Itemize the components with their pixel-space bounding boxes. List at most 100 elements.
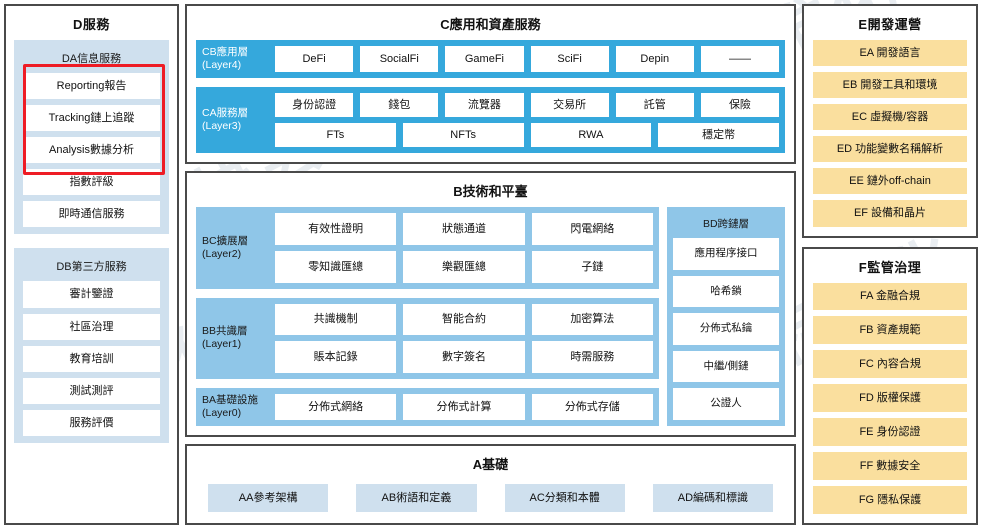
cell-zk-rollup[interactable]: 零知識匯總: [275, 251, 397, 283]
cell-digital-signature[interactable]: 數字簽名: [403, 341, 525, 373]
group-db-third-party-services: DB第三方服務 審計鑒證 社區治理 教育培訓 測試測評 服務評價: [14, 248, 169, 443]
d-item-audit[interactable]: 審計鑒證: [23, 281, 160, 308]
section-f-regulation-governance: F監管治理 FA 金融合規 FB 資產規範 FC 內容合規 FD 版權保護 FE…: [802, 246, 978, 525]
cell-distributed-storage[interactable]: 分佈式存儲: [531, 393, 653, 420]
band-bb-layer: (Layer1): [202, 338, 242, 351]
e-item-dev-tools-env[interactable]: EB 開發工具和環境: [813, 72, 967, 99]
band-cb-row: DeFi SocialFi GameFi SciFi Depin ——: [275, 46, 780, 73]
d-item-service-evaluation[interactable]: 服務評價: [23, 409, 160, 436]
cell-coding-identification[interactable]: AD編碼和標識: [652, 483, 773, 512]
d-item-tracking[interactable]: Tracking鏈上追蹤: [23, 105, 160, 132]
band-ba-infrastructure-layer: BA基礎設施 (Layer0) 分佈式網絡 分佈式計算 分佈式存儲: [196, 387, 659, 426]
band-ca-row-2: FTs NFTs RWA 穩定幣: [275, 123, 779, 148]
band-cb-layer: (Layer4): [202, 59, 242, 72]
cell-nfts[interactable]: NFTs: [402, 123, 524, 148]
band-ba-label: BA基礎設施 (Layer0): [202, 394, 268, 420]
cell-fts[interactable]: FTs: [275, 123, 396, 148]
d-item-testing[interactable]: 測試測評: [23, 377, 160, 404]
e-item-domain-resolution[interactable]: ED 功能變數名稱解析: [813, 136, 967, 163]
cell-consensus-mechanism[interactable]: 共識機制: [275, 303, 397, 336]
d-item-community-governance[interactable]: 社區治理: [23, 313, 160, 340]
cell-more[interactable]: ——: [700, 46, 780, 73]
band-ca-layer: (Layer3): [202, 120, 242, 133]
cell-lightning-network[interactable]: 閃電網絡: [531, 213, 653, 245]
f-item-asset-standards[interactable]: FB 資產規範: [813, 316, 967, 345]
cell-hash-lock[interactable]: 哈希鎖: [673, 275, 779, 308]
group-da-info-services: DA信息服務 Reporting報告 Tracking鏈上追蹤 Analysis…: [14, 40, 169, 235]
cell-smart-contract[interactable]: 智能合約: [403, 303, 525, 336]
section-b-title: B技術和平臺: [453, 184, 528, 200]
column-d-title: D服務: [73, 17, 110, 32]
cell-socialfi[interactable]: SocialFi: [360, 46, 439, 73]
band-bd-title: BD跨鏈層: [702, 218, 750, 231]
cell-rwa[interactable]: RWA: [530, 123, 652, 148]
cell-terminology-definition[interactable]: AB術語和定義: [356, 483, 477, 512]
section-e-title: E開發運營: [858, 17, 922, 32]
cell-custody[interactable]: 託管: [615, 93, 694, 118]
f-item-privacy-protection[interactable]: FG 隱私保護: [813, 486, 967, 515]
band-bb-label: BB共識層 (Layer1): [202, 304, 268, 373]
band-ba-body: 分佈式網絡 分佈式計算 分佈式存儲: [275, 393, 653, 420]
section-e-devops: E開發運營 EA 開發語言 EB 開發工具和環境 EC 虛擬機/容器 ED 功能…: [802, 4, 978, 238]
group-db-title: DB第三方服務: [56, 261, 127, 274]
cell-distributed-private-key[interactable]: 分佈式私鑰: [673, 313, 779, 345]
cell-distributed-network[interactable]: 分佈式網絡: [275, 393, 397, 420]
cell-encryption-algorithm[interactable]: 加密算法: [531, 303, 653, 336]
cell-validity-proof[interactable]: 有效性證明: [275, 213, 397, 245]
f-item-financial-compliance[interactable]: FA 金融合規: [813, 282, 967, 311]
d-item-index-rating[interactable]: 指數評級: [23, 169, 160, 196]
cell-scifi[interactable]: SciFi: [530, 46, 609, 73]
right-column: E開發運營 EA 開發語言 EB 開發工具和環境 EC 虛擬機/容器 ED 功能…: [802, 4, 978, 525]
d-item-education[interactable]: 教育培訓: [23, 345, 160, 372]
section-c-title: C應用和資產服務: [440, 17, 541, 32]
cell-browser[interactable]: 流覽器: [445, 93, 524, 118]
band-ca-service-layer: CA服務層 (Layer3) 身份認證 錢包 流覽器 交易所 託管 保險 FTs…: [196, 87, 785, 154]
section-b-body: BC擴展層 (Layer2) 有效性證明 狀態通道 閃電網絡 零知識匯總: [196, 207, 785, 426]
cell-gamefi[interactable]: GameFi: [445, 46, 524, 73]
column-d-services: D服務 DA信息服務 Reporting報告 Tracking鏈上追蹤 Anal…: [4, 4, 179, 525]
e-item-dev-language[interactable]: EA 開發語言: [813, 40, 967, 67]
cell-defi[interactable]: DeFi: [275, 46, 354, 73]
band-bd-crosschain-layer: BD跨鏈層 應用程序接口 哈希鎖 分佈式私鑰 中繼/側鏈 公證人: [667, 207, 785, 426]
cell-insurance[interactable]: 保險: [700, 93, 780, 118]
center-column: C應用和資產服務 CB應用層 (Layer4) DeFi SocialFi Ga…: [185, 4, 796, 525]
e-item-devices-chips[interactable]: EF 設備和晶片: [813, 200, 967, 227]
cell-timing-service[interactable]: 時需服務: [531, 341, 653, 373]
f-item-copyright-protection[interactable]: FD 版權保護: [813, 384, 967, 413]
band-ca-body: 身份認證 錢包 流覽器 交易所 託管 保險 FTs NFTs RWA 穩定幣: [275, 93, 780, 148]
group-da-title: DA信息服務: [61, 53, 122, 65]
section-f-title: F監管治理: [858, 259, 922, 275]
cell-reference-architecture[interactable]: AA參考架構: [208, 483, 329, 512]
band-cb-application-layer: CB應用層 (Layer4) DeFi SocialFi GameFi SciF…: [196, 40, 785, 79]
band-bc-row-1: 有效性證明 狀態通道 閃電網絡: [275, 213, 653, 245]
f-item-data-security[interactable]: FF 數據安全: [813, 452, 967, 481]
e-item-vm-container[interactable]: EC 虛擬機/容器: [813, 104, 967, 131]
cell-optimistic-rollup[interactable]: 樂觀匯總: [403, 251, 525, 283]
f-item-identity-auth[interactable]: FE 身份認證: [813, 418, 967, 447]
band-bb-name: BB共識層: [202, 324, 248, 337]
cell-identity-auth[interactable]: 身份認證: [275, 93, 354, 118]
f-item-content-compliance[interactable]: FC 內容合規: [813, 350, 967, 379]
e-item-off-chain[interactable]: EE 鏈外off-chain: [813, 168, 967, 195]
band-bb-row-2: 賬本記錄 數字簽名 時需服務: [275, 341, 653, 373]
band-bb-body: 共識機制 智能合約 加密算法 賬本記錄 數字簽名 時需服務: [275, 303, 653, 373]
d-item-instant-messaging[interactable]: 即時通信服務: [23, 201, 160, 228]
cell-ledger-record[interactable]: 賬本記錄: [275, 341, 397, 373]
cell-exchange[interactable]: 交易所: [530, 93, 609, 118]
cell-api[interactable]: 應用程序接口: [673, 238, 779, 270]
band-bc-extension-layer: BC擴展層 (Layer2) 有效性證明 狀態通道 閃電網絡 零知識匯總: [196, 207, 659, 289]
cell-stablecoin[interactable]: 穩定幣: [658, 123, 779, 148]
cell-depin[interactable]: Depin: [615, 46, 694, 73]
d-item-reporting[interactable]: Reporting報告: [23, 73, 160, 100]
cell-classification-ontology[interactable]: AC分類和本體: [504, 483, 625, 512]
cell-wallet[interactable]: 錢包: [360, 93, 439, 118]
cell-subchain[interactable]: 子鏈: [531, 251, 653, 283]
band-bc-label: BC擴展層 (Layer2): [202, 213, 268, 282]
cell-state-channel[interactable]: 狀態通道: [403, 213, 525, 245]
band-bc-row-2: 零知識匯總 樂觀匯總 子鏈: [275, 251, 653, 283]
cell-distributed-computing[interactable]: 分佈式計算: [403, 393, 525, 420]
cell-relay-sidechain[interactable]: 中繼/側鏈: [673, 350, 779, 383]
d-item-analysis[interactable]: Analysis數據分析: [23, 137, 160, 164]
cell-notary[interactable]: 公證人: [673, 388, 779, 420]
